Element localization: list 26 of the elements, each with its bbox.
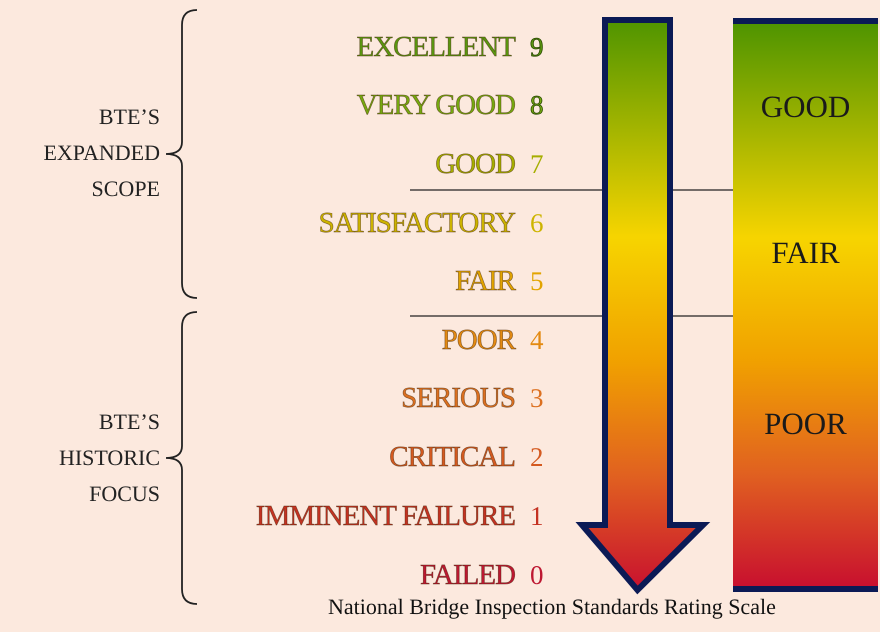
rating-number: 6 xyxy=(530,207,544,240)
rating-label: SATISFACTORY xyxy=(318,206,515,240)
band-label: GOOD xyxy=(760,89,850,125)
rating-number: 3 xyxy=(530,382,544,415)
rating-number: 1 xyxy=(530,500,544,533)
rating-number: 4 xyxy=(530,324,544,357)
band-label: FAIR xyxy=(771,235,840,271)
rating-label: POOR xyxy=(442,323,515,357)
rating-label: FAILED xyxy=(420,558,515,592)
bracket-label: BTE’S EXPANDED SCOPE xyxy=(42,103,160,203)
bracket-label: BTE’S HISTORIC FOCUS xyxy=(58,408,160,508)
rating-label: FAIR xyxy=(455,264,515,298)
rating-number: 9 xyxy=(530,31,544,64)
rating-number: 0 xyxy=(530,559,544,592)
rating-label: SERIOUS xyxy=(401,381,515,415)
caption: National Bridge Inspection Standards Rating Scale xyxy=(328,594,776,620)
rating-label: IMMINENT FAILURE xyxy=(256,499,515,533)
rating-label: GOOD xyxy=(435,147,515,181)
rating-label: CRITICAL xyxy=(389,440,515,474)
band-label: POOR xyxy=(764,406,847,442)
rating-number: 2 xyxy=(530,441,544,474)
rating-number: 7 xyxy=(530,148,544,181)
rating-label: VERY GOOD xyxy=(356,88,515,122)
rating-number: 5 xyxy=(530,265,544,298)
rating-label: EXCELLENT xyxy=(356,30,515,64)
rating-number: 8 xyxy=(530,89,544,122)
